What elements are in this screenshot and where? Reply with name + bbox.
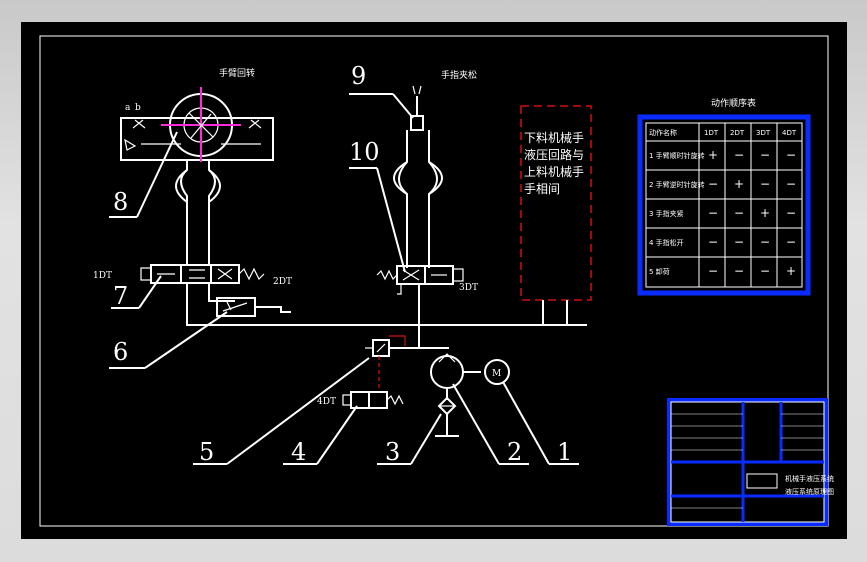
table-cell-state: − — [708, 206, 718, 220]
th-2dt: 2DT — [730, 129, 745, 137]
title-arm-rotate: 手臂回转 — [219, 67, 255, 79]
callout-2: 2 — [507, 438, 522, 466]
drawing-sheet: 手臂回转 手指夹松 a b 1DT 2DT — [21, 22, 847, 539]
sequence-table-rows: 1 手臂顺时针旋转+−−−2 手臂逆时针旋转−+−−3 手指夹紧−−+−4 手指… — [649, 148, 796, 278]
table-cell-state: + — [708, 148, 718, 162]
table-cell-state: − — [786, 235, 796, 249]
solenoid-valve-4: 4DT — [317, 391, 404, 409]
pressure-line — [186, 283, 587, 326]
table-cell-state: − — [734, 148, 744, 162]
title-block-drawing-name: 液压系统原理图 — [785, 487, 834, 496]
callout-4: 4 — [291, 438, 306, 466]
table-cell-state: − — [760, 148, 770, 162]
note-line-3: 上料机械手 — [524, 164, 584, 179]
table-row-name: 3 手指夹紧 — [649, 209, 684, 218]
callout-3: 3 — [385, 438, 400, 466]
callout-8: 8 — [113, 188, 128, 216]
callout-7: 7 — [113, 282, 128, 310]
title-block-subtitle: 机械手液压系统 — [785, 474, 834, 483]
seq-table-title: 动作顺序表 — [711, 97, 756, 109]
port-b-label: b — [135, 103, 141, 113]
table-cell-state: − — [708, 235, 718, 249]
table-row-name: 2 手臂逆时针旋转 — [649, 180, 705, 189]
callout-leaders — [109, 93, 579, 465]
port-a-label: a — [125, 103, 131, 113]
table-row-name: 5 卸荷 — [649, 267, 670, 276]
table-cell-state: − — [786, 148, 796, 162]
table-cell-state: + — [734, 177, 744, 191]
relief-valve-5 — [365, 335, 419, 388]
svg-text:M: M — [492, 369, 501, 379]
arm-line-right — [208, 160, 216, 266]
pump-and-motor: M — [430, 353, 510, 437]
callout-1: 1 — [557, 438, 572, 466]
table-cell-state: − — [734, 206, 744, 220]
note-line-2: 液压回路与 — [524, 147, 584, 162]
solenoid-4dt-label: 4DT — [317, 397, 336, 407]
throttle-valve-6 — [216, 297, 291, 317]
table-cell-state: + — [786, 264, 796, 278]
table-cell-state: − — [760, 177, 770, 191]
table-cell-state: − — [760, 235, 770, 249]
table-cell-state: − — [708, 177, 718, 191]
drawing-border — [39, 35, 829, 527]
solenoid-2dt-label: 2DT — [273, 277, 292, 287]
finger-cylinder — [393, 85, 443, 268]
callout-6: 6 — [113, 338, 128, 366]
sequence-table — [637, 114, 811, 296]
note-line-1: 下料机械手 — [524, 130, 584, 145]
directional-valve-3dt: 3DT — [376, 265, 478, 295]
rotary-actuator: a b — [120, 87, 274, 162]
table-cell-state: − — [734, 235, 744, 249]
th-name: 动作名称 — [649, 128, 677, 137]
callout-5: 5 — [199, 438, 214, 466]
title-block: 机械手液压系统 液压系统原理图 — [667, 398, 834, 526]
table-cell-state: − — [708, 264, 718, 278]
title-finger-clamp: 手指夹松 — [441, 69, 477, 81]
arm-line-left — [180, 160, 188, 266]
hydraulic-schematic: 手臂回转 手指夹松 a b 1DT 2DT — [39, 35, 834, 527]
note-box-outline — [520, 105, 592, 301]
table-cell-state: − — [760, 264, 770, 278]
th-4dt: 4DT — [782, 129, 797, 137]
callout-9: 9 — [351, 62, 366, 90]
th-3dt: 3DT — [756, 129, 771, 137]
table-row-name: 4 手指松开 — [649, 238, 684, 247]
solenoid-1dt-label: 1DT — [93, 271, 112, 281]
solenoid-3dt-label: 3DT — [459, 283, 478, 293]
table-row-name: 1 手臂顺时针旋转 — [649, 151, 705, 160]
table-cell-state: − — [786, 177, 796, 191]
table-cell-state: − — [786, 206, 796, 220]
note-line-4: 手相间 — [524, 182, 560, 196]
table-cell-state: − — [734, 264, 744, 278]
callout-10: 10 — [349, 138, 380, 166]
table-cell-state: + — [760, 206, 770, 220]
directional-valve-7: 1DT 2DT — [93, 264, 292, 287]
th-1dt: 1DT — [704, 129, 719, 137]
